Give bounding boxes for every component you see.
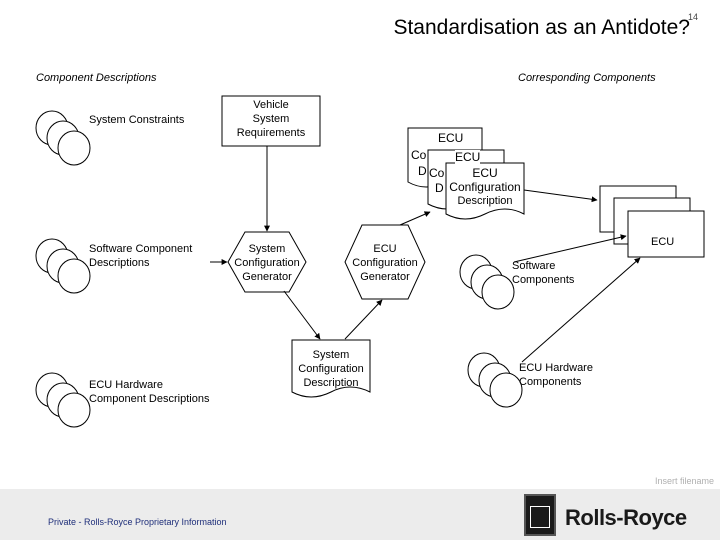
rolls-royce-badge-icon	[524, 494, 556, 536]
ecu-box-front	[627, 210, 705, 258]
rolls-royce-logo: Rolls-Royce	[565, 505, 687, 530]
system-config-description-label: System Configuration Description	[292, 348, 370, 390]
ecu-doc-back1-line: Co	[429, 166, 445, 180]
ecu-hardware-descriptions-label: ECU Hardware Component Descriptions	[89, 378, 209, 406]
component-descriptions-header: Component Descriptions	[36, 72, 157, 84]
slide-title: Standardisation as an Antidote?	[393, 16, 690, 39]
arrow-ecuconfig-to-ecu	[523, 189, 598, 203]
hwcomp-line: Components	[519, 376, 582, 388]
ecudoc-line: ECU	[472, 166, 498, 180]
ecu-config-doc-front	[445, 162, 525, 220]
hwdesc-line: ECU Hardware	[89, 379, 163, 391]
ecugen-line: ECU	[373, 243, 397, 255]
ecu-doc-back2-title: ECU	[438, 131, 464, 145]
ecudoc-line: Description	[457, 195, 513, 207]
vehicle-requirements-label: Vehicle System Requirements	[222, 98, 320, 140]
arrow-swcomponents-to-ecu	[513, 234, 627, 263]
hwdesc-line: Component Descriptions	[89, 393, 210, 405]
swcomp-line: Software	[512, 260, 556, 272]
arrow-sysconfig-to-ecugen	[344, 299, 383, 340]
slide-number: 14	[688, 12, 699, 22]
ecu-config-generator-hexagon	[344, 224, 426, 300]
ecu-label: ECU	[651, 236, 675, 248]
arrow-generator-to-sysconfig	[283, 290, 321, 340]
software-components-label: Software Components	[512, 259, 574, 287]
system-config-description-doc	[291, 339, 371, 398]
sysdesc-line: Description	[303, 377, 359, 389]
swcomp-line: Components	[512, 274, 575, 286]
confidentiality-notice: Private - Rolls-Royce Proprietary Inform…	[48, 517, 227, 527]
ecu-hardware-components-stack	[467, 352, 523, 408]
arrow-hwcomponents-to-ecu	[521, 257, 641, 363]
swdesc-line: Software Component	[89, 243, 193, 255]
ecu-config-generator-label: ECU Configuration Generator	[345, 242, 425, 284]
footer-bar	[0, 489, 720, 540]
hwcomp-line: ECU Hardware	[519, 362, 593, 374]
ecu-doc-back1-line: D	[435, 181, 444, 195]
vehicle-requirements-line: Vehicle	[253, 99, 289, 111]
system-constraints-label: System Constraints	[89, 114, 185, 126]
swdesc-line: Descriptions	[89, 257, 150, 269]
sysgen-line: Configuration	[234, 257, 300, 269]
insert-filename-placeholder: Insert filename	[655, 476, 715, 486]
system-config-generator-hexagon	[227, 231, 307, 293]
sysdesc-line: Configuration	[298, 363, 364, 375]
ecugen-line: Configuration	[352, 257, 418, 269]
system-constraints-stack	[35, 110, 91, 166]
vehicle-requirements-box	[221, 95, 321, 147]
software-component-descriptions-label: Software Component Descriptions	[89, 242, 192, 270]
software-component-descriptions-stack	[35, 238, 91, 294]
software-components-stack	[459, 254, 515, 310]
sysgen-line: Generator	[242, 271, 292, 283]
vehicle-requirements-line: Requirements	[236, 127, 306, 139]
ecu-doc-back1-title: ECU	[455, 150, 481, 164]
system-config-generator-label: System Configuration Generator	[228, 242, 306, 284]
ecu-doc-back2-line: D	[418, 164, 427, 178]
ecu-config-description-label: ECU Configuration Description	[446, 166, 524, 208]
sysgen-line: System	[248, 243, 286, 255]
ecu-hardware-components-label: ECU Hardware Components	[519, 361, 593, 389]
arrow-ecugen-to-ecuconfig	[399, 211, 431, 226]
vehicle-requirements-line: System	[252, 113, 290, 125]
sysdesc-line: System	[312, 349, 350, 361]
ecu-doc-back2-line: Co	[411, 148, 427, 162]
ecu-hardware-descriptions-stack	[35, 372, 91, 428]
corresponding-components-header: Corresponding Components	[518, 72, 656, 84]
ecudoc-line: Configuration	[449, 180, 521, 194]
ecugen-line: Generator	[360, 271, 410, 283]
